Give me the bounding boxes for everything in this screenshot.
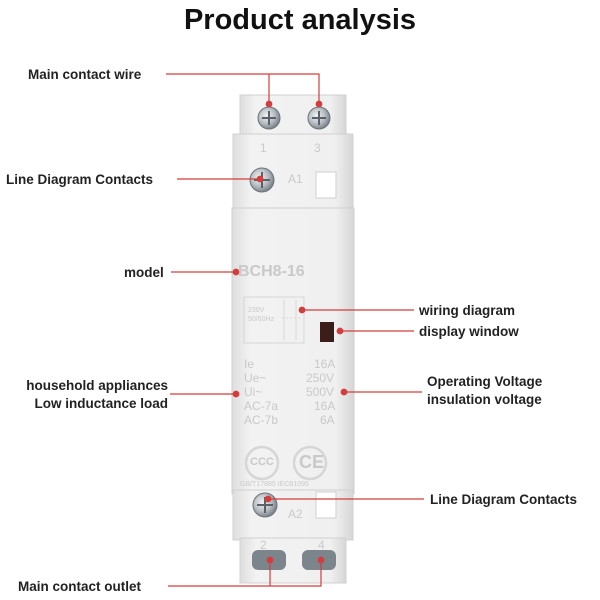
terminal-label-a1: A1 bbox=[288, 172, 303, 186]
spec-label-ie: Ie bbox=[244, 357, 255, 371]
spec-value-ue: 250V bbox=[306, 371, 335, 385]
callout-household-line2: Low inductance load bbox=[34, 396, 168, 411]
terminal-label-4: 4 bbox=[318, 538, 325, 552]
spec-label-ac7a: AC-7a bbox=[244, 399, 279, 413]
spec-value-ie: 16A bbox=[314, 357, 336, 371]
callout-operating-voltage: Operating Voltage bbox=[427, 374, 543, 389]
terminal-label-3: 3 bbox=[314, 141, 321, 155]
coil-voltage: 230V bbox=[248, 307, 265, 314]
upper-window bbox=[315, 171, 337, 199]
callout-main-contact-outlet: Main contact outlet bbox=[18, 579, 142, 594]
coil-frequency: 50/60Hz bbox=[248, 316, 275, 323]
spec-value-ui: 500V bbox=[306, 385, 335, 399]
callout-insulation-voltage: insulation voltage bbox=[427, 392, 542, 407]
cert-ce-text: CE bbox=[299, 452, 325, 472]
model-name: BCH8-16 bbox=[238, 263, 305, 280]
cert-ccc-text: CCC bbox=[250, 456, 274, 468]
lower-window bbox=[315, 491, 337, 519]
callout-display-window: display window bbox=[419, 324, 519, 339]
main-body bbox=[231, 207, 355, 495]
ccc-mark bbox=[244, 445, 280, 481]
screw-top-3 bbox=[307, 106, 331, 130]
spec-label-ui: Ui~ bbox=[244, 385, 263, 399]
page-title: Product analysis bbox=[183, 4, 417, 36]
display-window-indicator bbox=[320, 322, 334, 342]
callout-household-line1: household appliances bbox=[26, 378, 168, 393]
spec-label-ac7b: AC-7b bbox=[244, 413, 279, 427]
screw-top-1 bbox=[257, 106, 281, 130]
callout-line-diagram-contacts-bottom: Line Diagram Contacts bbox=[430, 492, 578, 507]
callout-model: model bbox=[124, 265, 164, 280]
spec-label-ue: Ue~ bbox=[244, 371, 267, 385]
terminal-label-2: 2 bbox=[260, 538, 267, 552]
terminal-label-a2: A2 bbox=[288, 507, 303, 521]
wiring-diagram-box bbox=[243, 296, 305, 344]
terminal-label-1: 1 bbox=[260, 141, 267, 155]
spec-value-ac7a: 16A bbox=[314, 399, 336, 413]
callout-main-contact-wire: Main contact wire bbox=[28, 67, 142, 82]
callout-line-diagram-contacts-top: Line Diagram Contacts bbox=[6, 172, 154, 187]
spec-value-ac7b: 6A bbox=[320, 413, 335, 427]
screw-a2 bbox=[252, 492, 278, 518]
standard-text: GB/T17885 IEC61095 bbox=[240, 481, 309, 488]
callout-wiring-diagram: wiring diagram bbox=[419, 303, 516, 318]
